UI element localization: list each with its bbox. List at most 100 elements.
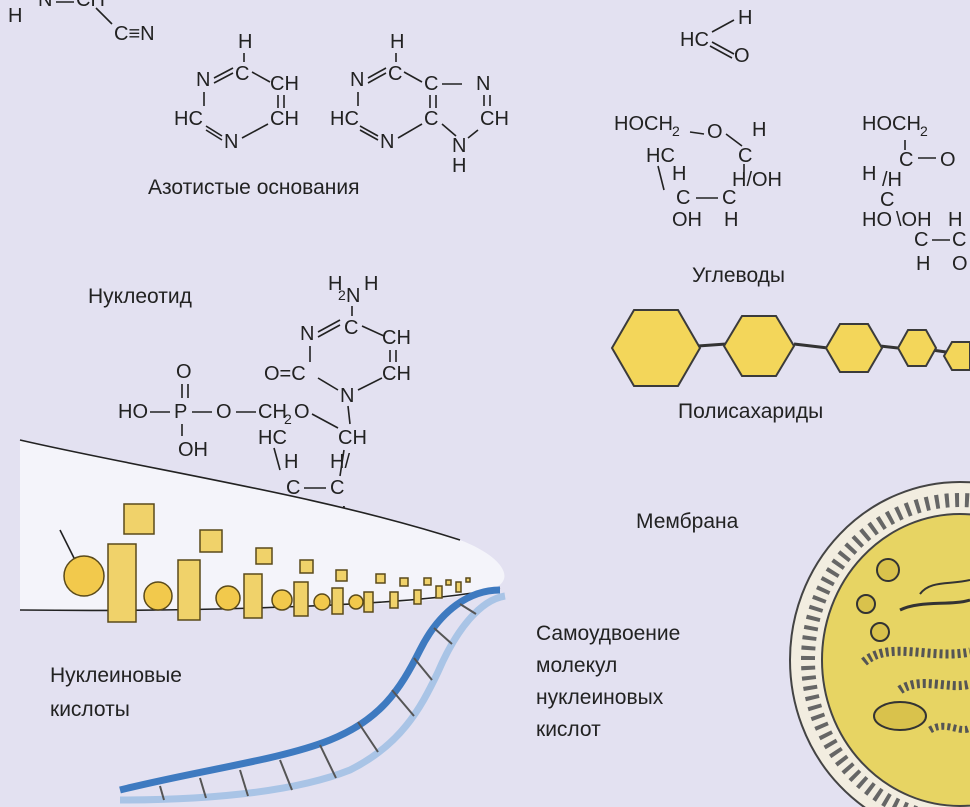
svg-text:N: N: [476, 73, 490, 95]
svg-text:H: H: [948, 209, 962, 231]
organelle-4: [873, 701, 927, 731]
svg-text:H: H: [8, 5, 22, 27]
svg-text:CH: CH: [382, 363, 411, 385]
formaldehyde-structure: H HC O: [680, 7, 752, 67]
hydrogen-cyanide-fragment: H N CH C≡N: [8, 0, 155, 45]
svg-text:HO: HO: [118, 401, 148, 423]
organelle-3: [870, 622, 890, 642]
membrane-label: Мембрана: [636, 510, 739, 533]
svg-text:C: C: [424, 73, 438, 95]
svg-text:HC: HC: [680, 29, 709, 51]
svg-text:CH: CH: [258, 401, 287, 423]
svg-text:C: C: [388, 63, 402, 85]
purine-structure: H C N C N C CH HC N N H: [330, 31, 509, 177]
protocell-membrane: [789, 481, 970, 807]
svg-text:C: C: [676, 187, 690, 209]
svg-text:N: N: [350, 69, 364, 91]
svg-text:O: O: [294, 401, 310, 423]
organelle-2: [856, 594, 876, 614]
svg-text:H: H: [724, 209, 738, 231]
sugar-hexagon-4: [896, 329, 938, 367]
svg-text:\OH: \OH: [896, 209, 932, 231]
svg-text:H: H: [328, 273, 342, 295]
svg-text:H: H: [390, 31, 404, 53]
svg-text:O: O: [734, 45, 750, 67]
svg-text:HOCH: HOCH: [614, 113, 673, 135]
svg-text:N: N: [196, 69, 210, 91]
svg-text:HC: HC: [174, 108, 203, 130]
nucleic-acid-strand: [19, 439, 505, 623]
svg-text:H: H: [752, 119, 766, 141]
svg-text:C≡N: C≡N: [114, 23, 155, 45]
svg-text:O: O: [940, 149, 956, 171]
svg-text:HC: HC: [258, 427, 287, 449]
svg-text:HO: HO: [862, 209, 892, 231]
svg-text:O: O: [216, 401, 232, 423]
svg-text:2: 2: [920, 123, 928, 139]
nitrogen-bases-label: Азотистые основания: [148, 176, 359, 199]
svg-text:N: N: [38, 0, 52, 11]
svg-text:OH: OH: [178, 439, 208, 461]
svg-text:C: C: [330, 477, 344, 499]
svg-text:C: C: [344, 317, 358, 339]
svg-text:N: N: [346, 285, 360, 307]
svg-text:H: H: [284, 451, 298, 473]
svg-text:H: H: [238, 31, 252, 53]
pyrimidine-structure: H C N CH CH HC N: [174, 31, 299, 153]
svg-text:O: O: [176, 361, 192, 383]
svg-text:C: C: [286, 477, 300, 499]
svg-text:H: H: [452, 155, 466, 177]
nucleotide-label: Нуклеотид: [88, 285, 192, 308]
svg-text:2: 2: [284, 411, 292, 427]
sugar-hexagon-2: [722, 315, 796, 377]
svg-text:C: C: [722, 187, 736, 209]
svg-text:C: C: [880, 189, 894, 211]
sugar-hexagon-1: [610, 309, 702, 387]
self-replication-label-line3: нуклеиновых: [536, 686, 664, 709]
svg-text:OH: OH: [672, 209, 702, 231]
self-replication-label-line2: молекул: [536, 654, 617, 677]
svg-text:H/OH: H/OH: [732, 169, 782, 191]
svg-text:C: C: [235, 63, 249, 85]
glucose-structure: HOCH 2 C O H /H C HO \OH H C C H O: [862, 113, 968, 275]
svg-text:H: H: [364, 273, 378, 295]
svg-text:CH: CH: [382, 327, 411, 349]
svg-text:CH: CH: [480, 108, 509, 130]
svg-text:2: 2: [672, 123, 680, 139]
svg-text:/H: /H: [882, 169, 902, 191]
svg-text:H/: H/: [330, 451, 350, 473]
ribose-structure: HOCH 2 O H C HC H H/OH C C OH H: [614, 113, 782, 231]
svg-text:C: C: [424, 108, 438, 130]
svg-text:H: H: [862, 163, 876, 185]
svg-text:CH: CH: [338, 427, 367, 449]
self-replication-label-line4: кислот: [536, 718, 601, 741]
svg-text:H: H: [738, 7, 752, 29]
svg-text:CH: CH: [270, 108, 299, 130]
carbohydrates-label: Углеводы: [692, 264, 785, 287]
svg-text:2: 2: [338, 287, 346, 303]
svg-text:HOCH: HOCH: [862, 113, 921, 135]
svg-text:N: N: [452, 135, 466, 157]
self-replication-label-line1: Самоудвоение: [536, 622, 680, 645]
dna-double-helix: [119, 586, 506, 804]
svg-text:P: P: [174, 401, 187, 423]
svg-text:H: H: [916, 253, 930, 275]
svg-text:H: H: [672, 163, 686, 185]
sugar-hexagon-3: [824, 323, 884, 373]
polysaccharides-label: Полисахариды: [678, 400, 823, 423]
svg-text:N: N: [380, 131, 394, 153]
svg-text:HC: HC: [646, 145, 675, 167]
svg-text:C: C: [899, 149, 913, 171]
svg-text:O: O: [707, 121, 723, 143]
organelle-1: [876, 558, 900, 582]
svg-text:N: N: [340, 385, 354, 407]
svg-text:CH: CH: [270, 73, 299, 95]
sugar-hexagon-5: [942, 341, 970, 371]
svg-text:N: N: [224, 131, 238, 153]
svg-text:N: N: [300, 323, 314, 345]
svg-text:CH: CH: [76, 0, 105, 11]
nucleic-acids-label-line1: Нуклеиновые: [50, 664, 182, 687]
polysaccharide-chain: [610, 309, 970, 387]
